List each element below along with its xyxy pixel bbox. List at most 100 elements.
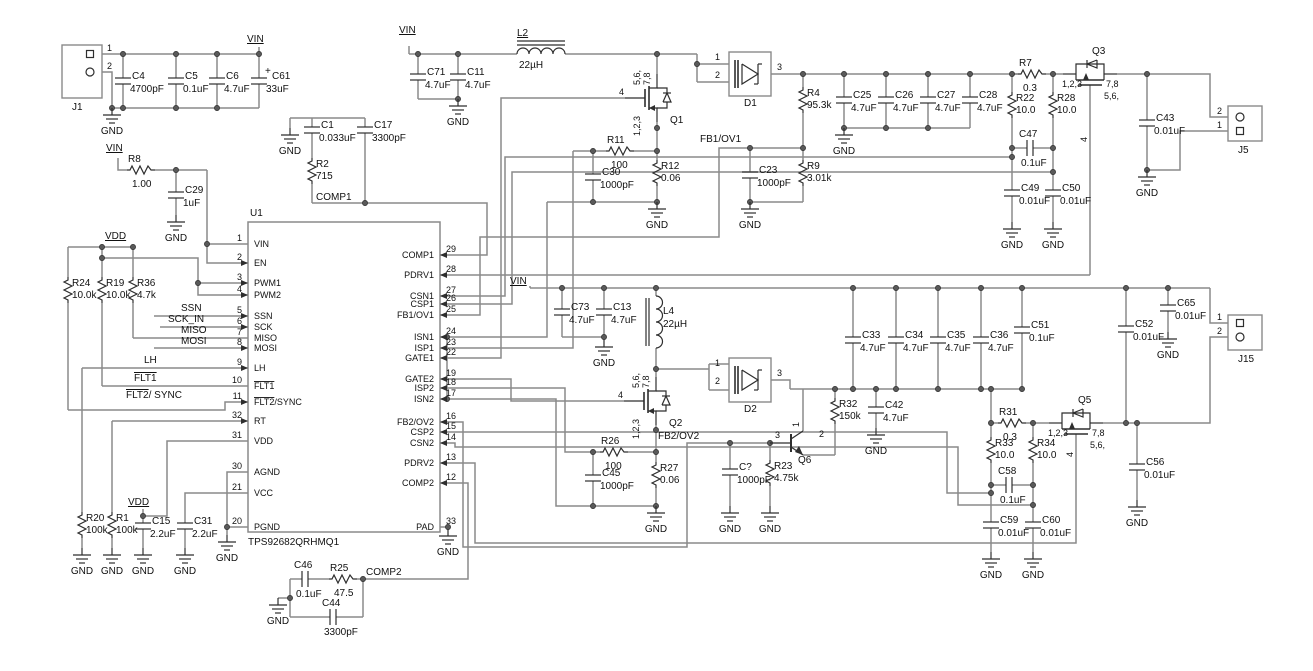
cap-value: 0.01uF — [1144, 470, 1175, 481]
mosfet-pin: 4 — [1065, 452, 1075, 457]
ic-pin-number: 20 — [232, 516, 242, 526]
gnd-label: GND — [1042, 240, 1064, 251]
cap-value: 1000pF — [600, 481, 634, 492]
mosfet-pin: 5,6, — [632, 70, 642, 85]
junction-dot — [99, 244, 105, 250]
conn-ref: J15 — [1238, 354, 1255, 365]
ic-pin-number: 25 — [446, 304, 456, 314]
res-value: 10.0 — [1057, 105, 1077, 116]
component-r9: R93.01k — [797, 160, 832, 186]
gnd-symbol: GND — [71, 548, 93, 577]
ic-pin-number: 1 — [237, 233, 242, 243]
ic-pin-name: COMP2 — [402, 478, 434, 488]
component-c1: C10.033uF — [304, 120, 356, 144]
junction-dot — [841, 71, 847, 77]
gnd-label: GND — [1157, 350, 1179, 361]
junction-dot — [590, 449, 596, 455]
gnd-label: GND — [645, 524, 667, 535]
net-label-vin: VIN — [399, 25, 416, 36]
gnd-label: GND — [101, 126, 123, 137]
cap-value: 4.7uF — [945, 343, 971, 354]
diode-pin: 1 — [715, 358, 720, 368]
cap-value: 0.01uF — [1019, 196, 1050, 207]
cap-value: 0.01uF — [1154, 126, 1185, 137]
ic-pin-name: PDRV2 — [404, 458, 434, 468]
cap-ref: C47 — [1019, 129, 1038, 140]
res-ref: R32 — [839, 399, 858, 410]
gnd-symbol: GND — [980, 552, 1002, 581]
mosfet-pin: 5,6, — [1104, 91, 1119, 101]
gnd-label: GND — [216, 553, 238, 564]
mosfet-ref: Q1 — [670, 115, 684, 126]
ic-pin-number: 9 — [237, 357, 242, 367]
ic-pin-name: FLT1 — [254, 381, 274, 391]
res-value: 715 — [316, 171, 333, 182]
gnd-symbol: GND — [165, 215, 187, 244]
ic-pin-name: ISN2 — [414, 394, 434, 404]
mosfet-pin: 1,2,3 — [632, 116, 642, 136]
net-label-text: MISO — [181, 325, 207, 336]
junction-dot — [654, 51, 660, 57]
gnd-label: GND — [132, 566, 154, 577]
net-label-fb1-ov1: FB1/OV1 — [700, 134, 742, 145]
diode-pin: 3 — [777, 368, 782, 378]
cap-ref: C36 — [990, 330, 1009, 341]
mosfet-pin: 7,8 — [641, 375, 651, 388]
ic-pin-name: RT — [254, 416, 266, 426]
cap-ref: C35 — [947, 330, 966, 341]
res-ref: R1 — [116, 513, 129, 524]
res-value: 0.3 — [1023, 83, 1037, 94]
res-value: 10.0k — [72, 290, 97, 301]
cap-ref: C61 — [272, 71, 291, 82]
cap-ref: C33 — [862, 330, 881, 341]
mosfet-pin: 1,2,3 — [631, 419, 641, 439]
junction-dot — [988, 482, 994, 488]
ic-pin-name: ISN1 — [414, 332, 434, 342]
net-label-text: LH — [144, 355, 157, 366]
ic-pin-name: CSN1 — [410, 291, 434, 301]
res-value: 0.3 — [1003, 432, 1017, 443]
cap-value: 1000pF — [757, 178, 791, 189]
gnd-label: GND — [267, 616, 289, 627]
component-r7: R70.3 — [1018, 58, 1046, 94]
ic-pin-number: 14 — [446, 432, 456, 442]
res-value: 1.00 — [132, 179, 152, 190]
res-value: 0.06 — [660, 475, 680, 486]
junction-dot — [935, 386, 941, 392]
res-ref: R19 — [106, 278, 125, 289]
mosfet-ref: Q2 — [669, 418, 683, 429]
cap-ref: C45 — [602, 468, 621, 479]
gnd-label: GND — [71, 566, 93, 577]
cap-ref: C4 — [132, 71, 145, 82]
net-label-vdd: VDD — [105, 231, 126, 242]
gnd-symbol: GND — [759, 506, 781, 535]
junction-dot — [653, 366, 659, 372]
res-ref: R27 — [660, 463, 679, 474]
cap-ref: C15 — [152, 516, 171, 527]
res-value: 95.3k — [807, 100, 832, 111]
conn-ref: J5 — [1238, 145, 1249, 156]
